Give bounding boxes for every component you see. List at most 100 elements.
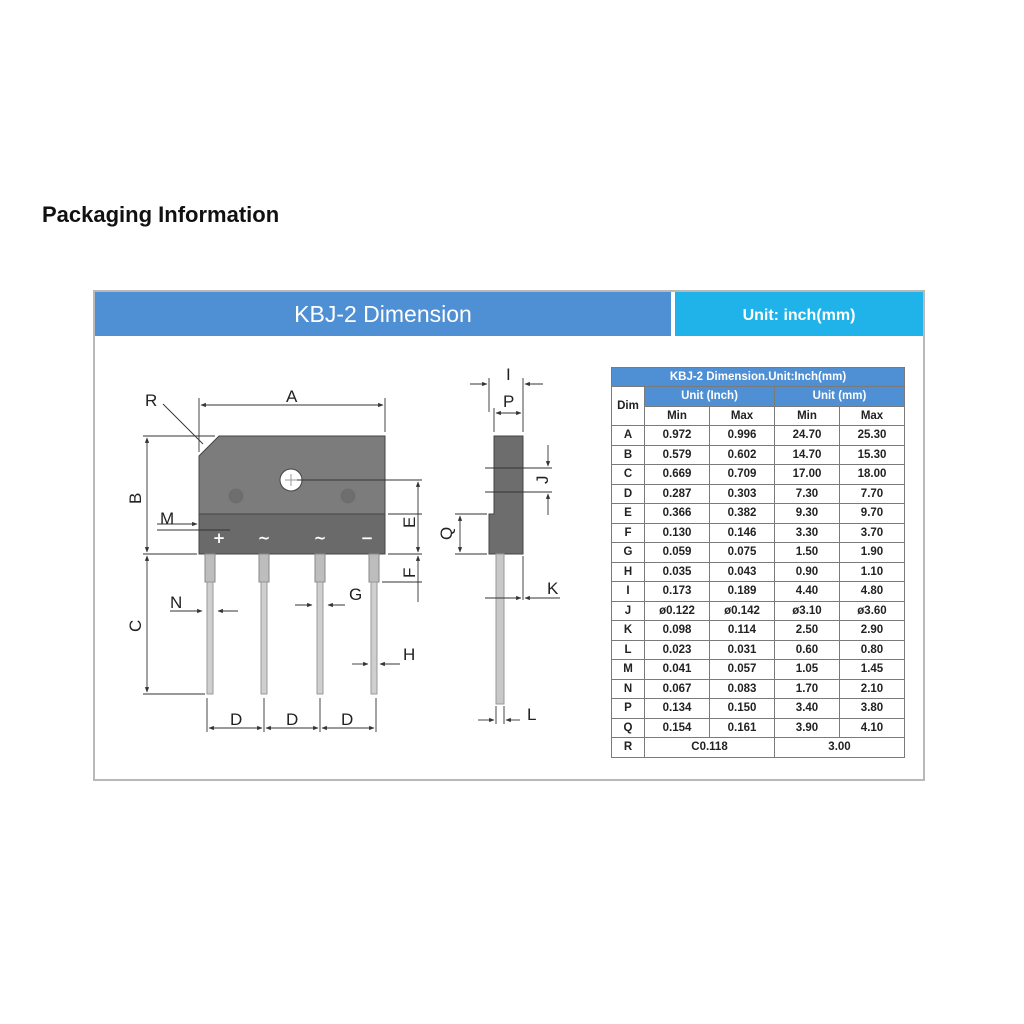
pin-label-minus: − [361,529,374,547]
dim-cell: E [611,503,645,524]
dim-cell: B [611,444,645,465]
inch-max-cell: 0.083 [709,678,775,699]
mm-max-cell: 9.70 [839,503,905,524]
dim-label-C: C [126,620,145,632]
min-header: Min [644,405,710,426]
max-header: Max [709,405,775,426]
max-header: Max [839,405,905,426]
table-caption: KBJ-2 Dimension.Unit:Inch(mm) [611,367,905,387]
inch-max-cell: 0.075 [709,542,775,563]
dim-cell: L [611,639,645,660]
dimension-table: KBJ-2 Dimension.Unit:Inch(mm) Dim Unit (… [611,367,905,758]
body-lower [198,513,386,555]
dim-label-F: F [400,568,419,578]
lead-3-thin [316,581,324,695]
inch-min-cell: ø0.122 [644,600,710,621]
mm-min-cell: 0.90 [774,561,840,582]
inch-max-cell: 0.057 [709,659,775,680]
mm-max-cell: 1.45 [839,659,905,680]
dim-cell: J [611,600,645,621]
inch-min-cell: 0.972 [644,425,710,446]
dim-label-P: P [503,392,514,411]
dim-label-E: E [400,517,419,528]
mm-max-cell: ø3.60 [839,600,905,621]
inch-max-cell: 0.602 [709,444,775,465]
inch-max-cell: 0.161 [709,717,775,738]
dim-label-B: B [126,493,145,504]
dim-label-D1: D [230,710,242,729]
unit-mm-header: Unit (mm) [774,386,905,407]
unit-inch-header: Unit (Inch) [644,386,775,407]
front-view [198,435,386,695]
lead-1-thin [206,581,214,695]
dim-cell: I [611,581,645,602]
inch-min-cell: 0.098 [644,620,710,641]
inch-min-cell: 0.134 [644,698,710,719]
lead-1 [204,553,216,583]
inch-min-cell: 0.130 [644,522,710,543]
inch-min-cell: 0.059 [644,542,710,563]
dim-cell: P [611,698,645,719]
inch-max-cell: 0.996 [709,425,775,446]
mm-min-cell: 4.40 [774,581,840,602]
mm-min-cell: ø3.10 [774,600,840,621]
lead-2-thin [260,581,268,695]
inch-max-cell: 0.031 [709,639,775,660]
dim-cell: Q [611,717,645,738]
lead-4 [368,553,380,583]
mm-value-cell: 3.00 [774,737,905,758]
mm-min-cell: 17.00 [774,464,840,485]
inch-min-cell: 0.067 [644,678,710,699]
pin-label-plus: + [213,529,226,547]
dim-header: Dim [611,386,645,426]
inch-min-cell: 0.579 [644,444,710,465]
panel-title: KBJ-2 Dimension [95,292,671,336]
dim-label-R: R [145,391,157,410]
inch-max-cell: 0.114 [709,620,775,641]
dim-cell: F [611,522,645,543]
side-lead [495,553,505,705]
panel-unit: Unit: inch(mm) [675,292,923,336]
inch-min-cell: 0.023 [644,639,710,660]
mm-max-cell: 15.30 [839,444,905,465]
dim-label-K: K [547,579,559,598]
dim-cell: G [611,542,645,563]
dimple-right [340,488,356,504]
dim-label-L: L [527,705,536,724]
inch-max-cell: ø0.142 [709,600,775,621]
mm-max-cell: 25.30 [839,425,905,446]
mm-min-cell: 14.70 [774,444,840,465]
side-view [488,435,524,705]
page-title: Packaging Information [42,202,280,227]
mm-max-cell: 7.70 [839,483,905,504]
mm-min-cell: 2.50 [774,620,840,641]
inch-max-cell: 0.382 [709,503,775,524]
mm-min-cell: 3.90 [774,717,840,738]
min-header: Min [774,405,840,426]
inch-value-cell: C0.118 [644,737,775,758]
dim-cell: A [611,425,645,446]
dim-label-J: J [533,476,552,485]
inch-min-cell: 0.669 [644,464,710,485]
dim-label-Q: Q [437,527,456,540]
mm-max-cell: 2.90 [839,620,905,641]
inch-max-cell: 0.043 [709,561,775,582]
mm-max-cell: 1.10 [839,561,905,582]
inch-max-cell: 0.150 [709,698,775,719]
mm-min-cell: 3.40 [774,698,840,719]
